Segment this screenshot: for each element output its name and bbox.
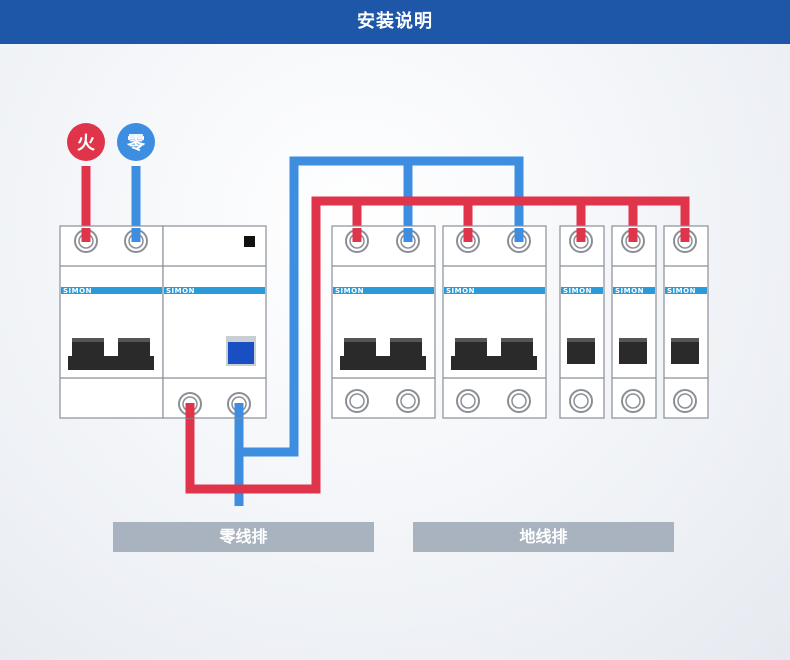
brand-label: SIMON xyxy=(446,287,475,295)
terminal-bottom xyxy=(569,389,593,413)
main-breaker: SIMON xyxy=(59,225,164,419)
toggle-handle[interactable] xyxy=(619,338,647,364)
brand-label: SIMON xyxy=(166,287,195,295)
live-terminal-badge: 火 xyxy=(67,123,105,161)
breaker-1p-1: SIMON xyxy=(559,225,605,419)
brand-label: SIMON xyxy=(615,287,644,295)
brand-label: SIMON xyxy=(563,287,592,295)
brand-label: SIMON xyxy=(63,287,92,295)
neutral-terminal-label: 零 xyxy=(126,133,146,154)
rcd-module: SIMON xyxy=(162,225,267,419)
wire-terminal-ends xyxy=(81,228,690,418)
neutral-terminal-badge: 零 xyxy=(117,123,155,161)
ground-bus-bar: 地线排 xyxy=(413,522,674,552)
breaker-panel: SIMON SIMON SIMON SIMON SIMON SIMON SIMON xyxy=(59,225,709,419)
wiring-diagram: 火 零 SIMON SIMON SIMON SIMON SIMON SIMON SIMON xyxy=(59,123,709,506)
live-terminal-label: 火 xyxy=(77,133,96,154)
toggle-handle[interactable] xyxy=(567,338,595,364)
test-button[interactable] xyxy=(228,342,254,364)
terminal-bottom xyxy=(507,389,531,413)
terminal-bottom xyxy=(345,389,369,413)
breaker-2p-2: SIMON xyxy=(442,225,547,419)
installation-diagram-area: 火 零 SIMON SIMON SIMON SIMON SIMON SIMON SIMON xyxy=(0,44,790,660)
toggle-handle[interactable] xyxy=(340,338,426,370)
brand-label: SIMON xyxy=(667,287,696,295)
toggle-handle[interactable] xyxy=(451,338,537,370)
breaker-1p-2: SIMON xyxy=(611,225,657,419)
terminal-bottom xyxy=(396,389,420,413)
terminal-bottom xyxy=(621,389,645,413)
breaker-1p-3: SIMON xyxy=(663,225,709,419)
toggle-handle[interactable] xyxy=(671,338,699,364)
breaker-2p-1: SIMON xyxy=(331,225,436,419)
indicator-square xyxy=(244,236,255,247)
neutral-bus-bar: 零线排 xyxy=(113,522,374,552)
terminal-bottom xyxy=(456,389,480,413)
brand-label: SIMON xyxy=(335,287,364,295)
page-title: 安装说明 xyxy=(0,0,790,44)
terminal-bottom xyxy=(673,389,697,413)
toggle-handle[interactable] xyxy=(68,338,154,370)
